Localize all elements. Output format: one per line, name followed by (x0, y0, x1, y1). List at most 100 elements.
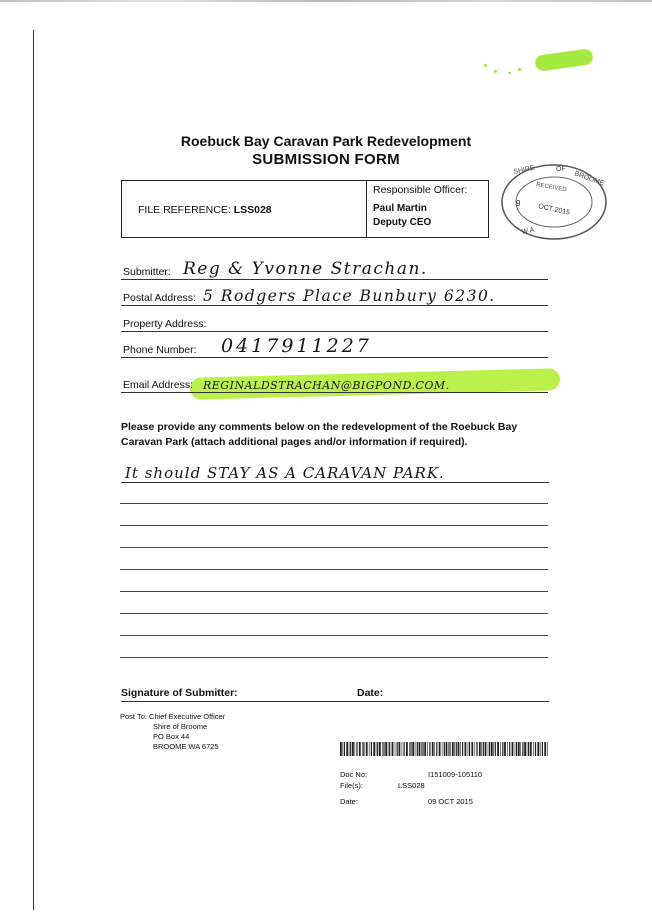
barcode-bar (418, 742, 421, 756)
barcode-bar (455, 742, 457, 756)
barcode-bar (410, 742, 412, 756)
doc-number: Doc No: I151009-105110 (340, 770, 482, 779)
files-label: File(s): (340, 781, 363, 790)
comment-line[interactable] (120, 613, 548, 614)
barcode-bar (391, 742, 394, 756)
barcode-bar (398, 742, 401, 756)
doc-date-value: 09 OCT 2015 (428, 797, 473, 806)
barcode-bar (482, 742, 484, 756)
barcode-bar (434, 742, 435, 756)
barcode-bar (431, 742, 434, 756)
barcode-bar (429, 742, 431, 756)
barcode-bar (421, 742, 422, 756)
barcode-bar (462, 742, 464, 756)
officer-title: Deputy CEO (373, 217, 432, 228)
barcode-bar (529, 742, 532, 756)
stamp-received: RECEIVED (536, 182, 568, 193)
barcode-bar (471, 742, 474, 756)
stamp-shire: SHIRE (513, 165, 536, 176)
barcode-bar (343, 742, 345, 756)
barcode-bar (460, 742, 461, 756)
doc-date: Date: 09 OCT 2015 (340, 797, 473, 806)
barcode-bar (356, 742, 358, 756)
barcode-bar (509, 742, 511, 756)
submitter-field[interactable]: Submitter: Reg & Yvonne Strachan. (121, 259, 548, 280)
barcode-bar (490, 742, 493, 756)
barcode-bar (373, 742, 376, 756)
barcode-bar (526, 742, 528, 756)
comment-line[interactable] (120, 591, 548, 592)
stamp-day: 9 (516, 199, 521, 208)
barcode-bar (457, 742, 460, 756)
received-stamp: SHIRE OF BROOME RECEIVED 9 OCT 2015 W A (501, 164, 607, 240)
barcode-bar (489, 742, 491, 756)
barcode-bar (436, 742, 438, 756)
postal-address-field[interactable]: Postal Address: 5 Rodgers Place Bunbury … (121, 287, 548, 306)
comment-line[interactable] (120, 547, 548, 548)
form-subtitle: SUBMISSION FORM (252, 151, 400, 168)
postal-address-label: Postal Address: (123, 292, 196, 304)
comment-line[interactable] (120, 525, 548, 526)
barcode-bar (438, 742, 441, 756)
signature-label: Signature of Submitter: (121, 687, 238, 699)
barcode (340, 742, 548, 756)
barcode-bar (497, 742, 499, 756)
barcode-bar (427, 742, 428, 756)
barcode-bar (524, 742, 526, 756)
barcode-bar (363, 742, 365, 756)
stamp-wa: W A (521, 227, 535, 236)
comment-line[interactable] (120, 503, 548, 504)
comment-line[interactable] (120, 569, 548, 570)
date-label: Date: (357, 687, 384, 699)
barcode-bar (468, 742, 471, 756)
email-address-field[interactable]: Email Address: REGINALDSTRACHAN@BIGPOND.… (121, 376, 548, 393)
box-divider (366, 181, 367, 237)
barcode-bar (481, 742, 482, 756)
barcode-bar (511, 742, 514, 756)
file-reference-label: FILE REFERENCE: (138, 204, 231, 216)
comment-line[interactable] (120, 657, 548, 658)
property-address-label: Property Address: (123, 318, 207, 330)
highlighter-mark (534, 48, 594, 72)
barcode-bar (520, 742, 521, 756)
barcode-bar (424, 742, 427, 756)
barcode-bar (352, 742, 354, 756)
barcode-bar (383, 742, 385, 756)
barcode-bar (350, 742, 352, 756)
phone-number-field[interactable]: Phone Number: 0417911227 (121, 335, 548, 358)
file-reference-value: LSS028 (233, 204, 272, 216)
phone-number-value: 0417911227 (221, 335, 372, 357)
form-title: Roebuck Bay Caravan Park Redevelopment (180, 133, 472, 149)
barcode-bar (443, 742, 445, 756)
barcode-bar (448, 742, 449, 756)
signature-row[interactable]: Signature of Submitter: Date: (121, 687, 549, 702)
barcode-bar (377, 742, 379, 756)
barcode-bar (484, 742, 487, 756)
barcode-bar (502, 742, 504, 756)
barcode-bar (451, 742, 454, 756)
barcode-bar (403, 742, 405, 756)
barcode-bar (348, 742, 350, 756)
doc-number-label: Doc No: (340, 770, 368, 779)
barcode-bar (528, 742, 530, 756)
barcode-bar (507, 742, 508, 756)
property-address-field[interactable]: Property Address: (121, 315, 548, 332)
barcode-bar (362, 742, 363, 756)
barcode-bar (379, 742, 381, 756)
barcode-bar (375, 742, 377, 756)
barcode-bar (445, 742, 448, 756)
barcode-bar (414, 742, 416, 756)
comment-line[interactable] (120, 635, 548, 636)
email-address-label: Email Address: (123, 379, 194, 391)
comment-line[interactable]: It should STAY AS A CARAVAN PARK. (121, 460, 549, 483)
highlighter-specks (484, 62, 524, 76)
comment-instructions: Please provide any comments below on the… (121, 421, 518, 448)
barcode-bar (467, 742, 469, 756)
barcode-bar (370, 742, 372, 756)
barcode-bar (539, 742, 541, 756)
barcode-bar (500, 742, 501, 756)
officer-name: Paul Martin (373, 203, 427, 214)
phone-number-label: Phone Number: (123, 344, 197, 356)
barcode-bar (544, 742, 547, 756)
barcode-bar (454, 742, 455, 756)
